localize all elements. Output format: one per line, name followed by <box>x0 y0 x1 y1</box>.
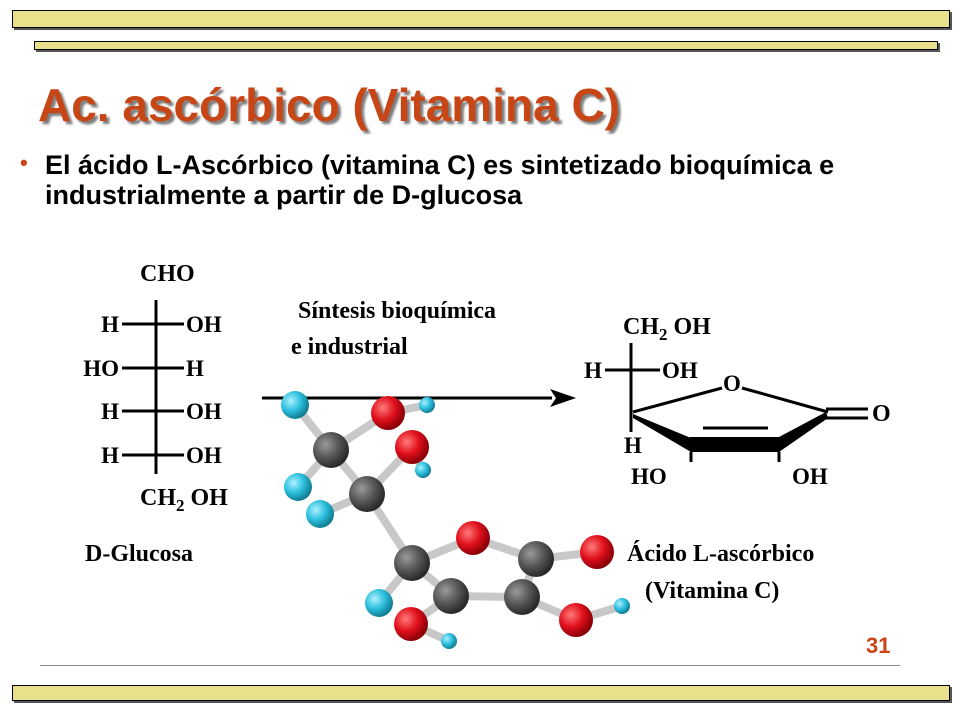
ascorbic-ch2oh-label: CH2 OH <box>623 314 711 344</box>
ascorbic-acid-structure: CH2 OH H OH H O O HO OH Ácido L-ascórbic… <box>584 314 891 604</box>
hydrogen-atom <box>441 633 457 649</box>
hydrogen-atom <box>415 462 431 478</box>
ascorbic-name-line2: (Vitamina C) <box>645 578 779 604</box>
ascorbic-ring-oxygen: O <box>723 371 741 396</box>
glucose-row4-left: H <box>101 443 119 468</box>
carbon-atom <box>394 545 430 581</box>
ring-bond-back-right <box>741 386 829 414</box>
arrow-label-line2: e industrial <box>291 334 408 360</box>
bottom-decorative-bar <box>12 685 950 701</box>
glucose-row3-right: OH <box>186 399 222 424</box>
hydrogen-atom <box>614 598 630 614</box>
footer-rule <box>40 665 900 666</box>
ascorbic-side-h: H <box>584 358 602 383</box>
glucose-ch2oh-label: CH2 OH <box>140 485 228 515</box>
oxygen-atom <box>371 396 405 430</box>
page-number: 31 <box>866 633 891 658</box>
ascorbic-keto-oxygen: O <box>872 401 891 427</box>
ascorbic-ring-h: H <box>624 433 642 458</box>
oxygen-atom <box>395 430 429 464</box>
hydrogen-atom <box>365 589 393 617</box>
oxygen-atom <box>456 521 490 555</box>
ascorbic-side-oh: OH <box>662 358 698 383</box>
ball-and-stick-model <box>281 391 630 649</box>
hydrogen-atom <box>306 500 334 528</box>
reaction-arrow: Síntesis bioquímica e industrial <box>262 298 576 407</box>
ascorbic-oh-label: OH <box>792 464 828 489</box>
glucose-row4-right: OH <box>186 443 222 468</box>
top-decorative-bar-thin <box>34 41 938 50</box>
glucose-name-label: D-Glucosa <box>85 541 193 567</box>
carbon-atom <box>313 432 349 468</box>
oxygen-atom <box>559 603 593 637</box>
ring-front-bold-bond <box>690 437 780 452</box>
glucose-row3-left: H <box>101 399 119 424</box>
arrow-head-icon <box>550 389 576 407</box>
carbon-atom <box>433 578 469 614</box>
hydrogen-atom <box>284 473 312 501</box>
glucose-row2-left: HO <box>83 356 119 381</box>
ring-wedge-right <box>779 412 828 452</box>
bullet-text: El ácido L-Ascórbico (vitamina C) es sin… <box>45 150 835 210</box>
oxygen-atom <box>580 535 614 569</box>
hydrogen-atom <box>281 391 309 419</box>
arrow-label-line1: Síntesis bioquímica <box>298 298 496 324</box>
glucose-row1-left: H <box>101 312 119 337</box>
oxygen-atom <box>394 607 428 641</box>
ring-wedge-left <box>633 414 691 452</box>
ring-bond-back-left <box>632 386 723 414</box>
ascorbic-ho-label: HO <box>631 464 667 489</box>
glucose-cho-label: CHO <box>140 261 195 287</box>
glucose-structure: CHO H OH HO H H OH H OH CH2 OH D-Glucosa <box>83 261 228 567</box>
bullet-dot-icon: • <box>20 150 28 175</box>
carbon-atom <box>518 541 554 577</box>
top-decorative-bar <box>12 10 950 28</box>
carbon-atom <box>504 579 540 615</box>
hydrogen-atom <box>419 397 435 413</box>
carbon-atom <box>349 476 385 512</box>
slide-title: Ac. ascórbico (Vitamina C) <box>38 79 620 131</box>
glucose-row1-right: OH <box>186 312 222 337</box>
ascorbic-name-line1: Ácido L-ascórbico <box>627 541 814 567</box>
glucose-row2-right: H <box>186 356 204 381</box>
bullet-point: • El ácido L-Ascórbico (vitamina C) es s… <box>20 150 950 210</box>
